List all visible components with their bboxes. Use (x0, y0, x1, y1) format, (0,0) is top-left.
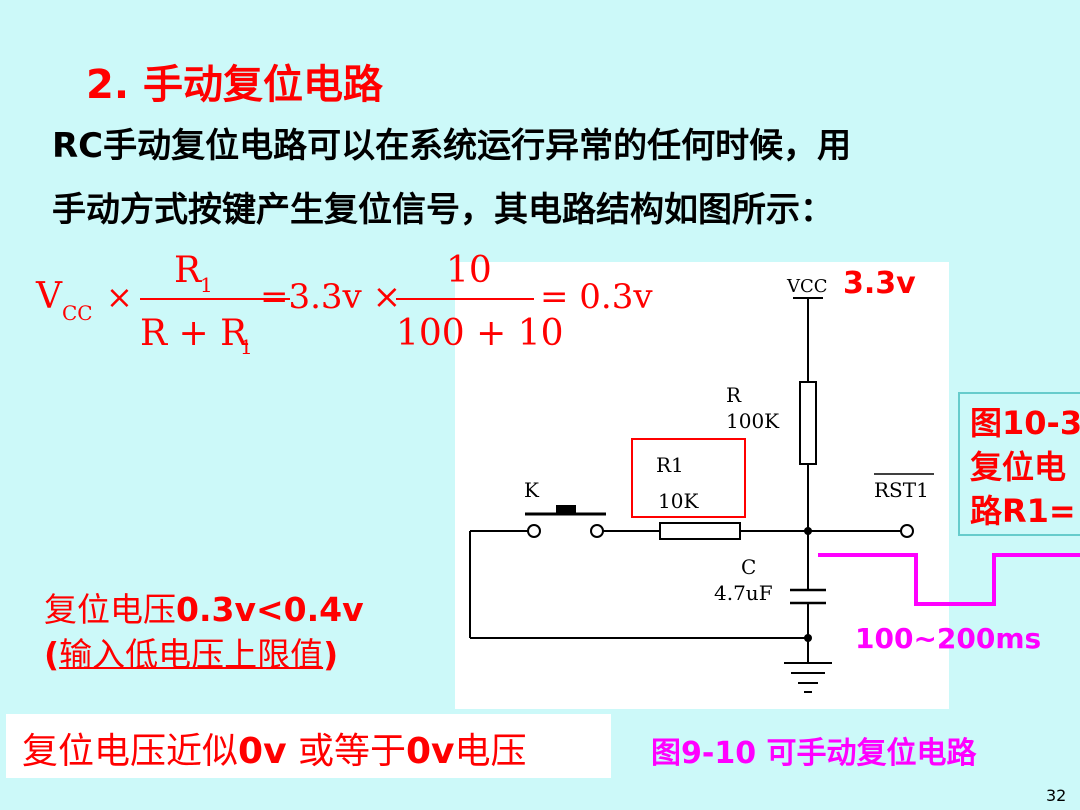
formula-mid: =3.3v × (260, 277, 401, 317)
bottom-note-part-b: 0v (238, 731, 287, 772)
body-text-line-2: 手动方式按键产生复位信号，其电路结构如图所示： (52, 190, 834, 230)
formula-vcc-sub: CC (62, 301, 93, 325)
c-value: 4.7uF (714, 581, 773, 605)
r-value: 100K (726, 409, 780, 433)
slide-heading: 2. 手动复位电路 (86, 62, 383, 108)
pulse-duration-label: 100~200ms (855, 622, 1042, 655)
formula-svg: V CC × R 1 R + R 1 =3.3v × 10 100 + 10 =… (35, 250, 653, 359)
rst-terminal (900, 524, 914, 538)
note2-close-paren: ) (323, 635, 339, 674)
rst-label: RST1 (874, 478, 929, 502)
r1-value: 10K (658, 489, 699, 513)
formula-result: = 0.3v (540, 277, 653, 317)
vcc-label: VCC (786, 276, 828, 297)
key-button-cap (556, 505, 576, 514)
resistor-r1 (659, 522, 741, 540)
vcc-voltage-value: 3.3v (843, 266, 916, 301)
figure-ref-box: 图10-3 复位电 路R1= (958, 392, 1080, 536)
formula-frac1-num: R (174, 250, 202, 291)
bottom-note-text: 复位电压近似0v 或等于0v电压 (22, 722, 527, 774)
reset-voltage-note: 复位电压0.3v<0.4v (44, 583, 364, 631)
c-label: C (741, 555, 756, 579)
resistor-r (799, 381, 817, 465)
r-label: R (726, 383, 742, 407)
key-label: K (524, 478, 540, 502)
formula-vcc: V (35, 276, 63, 317)
key-contact-left (527, 524, 541, 538)
r1-highlight-box (631, 438, 746, 518)
note2-open-paren: ( (44, 635, 60, 674)
reset-pulse-waveform (818, 553, 1080, 606)
page-number: 32 (1046, 786, 1067, 805)
figure-ref-line-1: 图10-3 (970, 404, 1080, 442)
bottom-note-box (6, 714, 611, 778)
bottom-note-part-c: 或等于 (286, 731, 406, 772)
body-text-line-1: RC手动复位电路可以在系统运行异常的任何时候，用 (52, 126, 852, 166)
bottom-note-part-d: 0v (405, 731, 455, 772)
formula-frac1-den-sub: 1 (240, 335, 253, 359)
formula-times: × (106, 278, 133, 316)
figure-ref-line-2: 复位电 (970, 448, 1067, 486)
voltage-divider-formula: V CC × R 1 R + R 1 =3.3v × 10 100 + 10 =… (34, 250, 674, 360)
formula-frac2-num: 10 (446, 250, 492, 291)
bottom-note-part-a: 复位电压近似 (22, 731, 239, 772)
junction-node-bottom (804, 634, 812, 642)
bottom-note-part-e: 电压 (454, 731, 527, 772)
note1-label: 复位电压 (44, 590, 176, 629)
circuit-panel (455, 262, 949, 709)
low-voltage-limit-note: (输入低电压上限值) (44, 628, 338, 676)
figure-ref-line-3: 路R1= (970, 492, 1076, 530)
note2-text: 输入低电压上限值 (59, 635, 324, 674)
note1-value: 0.3v<0.4v (176, 590, 364, 629)
formula-frac1-num-sub: 1 (200, 273, 213, 297)
formula-frac1-den: R + R (140, 313, 248, 354)
formula-frac2-den: 100 + 10 (396, 313, 564, 354)
r1-label: R1 (656, 453, 684, 477)
figure-caption: 图9-10 可手动复位电路 (651, 736, 977, 771)
key-contact-right (590, 524, 604, 538)
